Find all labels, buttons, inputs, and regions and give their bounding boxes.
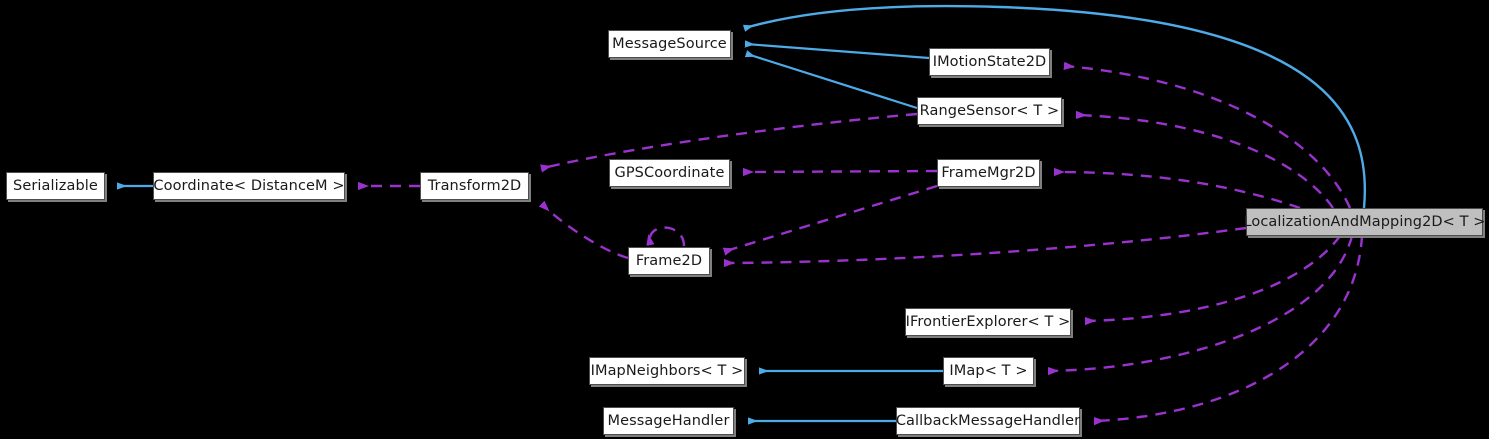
- node-ifrontierexplorer[interactable]: IFrontierExplorer< T >: [905, 308, 1071, 336]
- edge-lam2d-rangesensor: [1078, 115, 1334, 209]
- edge-lam2d-frame2d: [726, 226, 1247, 263]
- node-label: IMapNeighbors< T >: [590, 362, 744, 379]
- node-label: Frame2D: [635, 252, 703, 269]
- node-label: Transform2D: [427, 177, 522, 194]
- edge-lam2d-callbackmh: [1096, 235, 1364, 421]
- node-localizationandmapping2d[interactable]: LocalizationAndMapping2D< T >: [1243, 208, 1486, 236]
- node-imapneighbors[interactable]: IMapNeighbors< T >: [589, 357, 745, 385]
- node-label: LocalizationAndMapping2D< T >: [1243, 213, 1486, 230]
- node-messagehandler[interactable]: MessageHandler: [603, 407, 734, 435]
- node-label: IMotionState2D: [932, 53, 1047, 70]
- edge-lam2d-framemgr2d: [1056, 172, 1301, 210]
- node-label: FrameMgr2D: [941, 164, 1036, 181]
- edge-lam2d-ifrontier: [1087, 235, 1341, 321]
- node-label: CallbackMessageHandler: [895, 412, 1081, 429]
- node-serializable[interactable]: Serializable: [6, 172, 105, 200]
- edge-rangesensor-transform2d: [543, 112, 918, 168]
- edge-lam2d-imap: [1050, 235, 1354, 371]
- node-label: IMap< T >: [949, 362, 1028, 379]
- node-label: MessageHandler: [607, 412, 730, 429]
- node-label: IFrontierExplorer< T >: [905, 313, 1071, 330]
- node-label: GPSCoordinate: [614, 164, 725, 181]
- node-label: RangeSensor< T >: [919, 102, 1060, 119]
- node-callbackmessagehandler[interactable]: CallbackMessageHandler: [896, 407, 1080, 435]
- node-rangesensor[interactable]: RangeSensor< T >: [917, 97, 1062, 125]
- edge-lam2d-imotionstate2d: [1066, 66, 1352, 209]
- node-messagesource[interactable]: MessageSource: [608, 30, 731, 58]
- edge-frame2d-frame2d-self: [650, 226, 686, 246]
- node-imap[interactable]: IMap< T >: [943, 357, 1034, 385]
- edge-rangesensor-messagesource: [747, 54, 918, 110]
- node-imotionstate2d[interactable]: IMotionState2D: [929, 48, 1050, 76]
- node-label: Serializable: [13, 177, 98, 194]
- node-label: Coordinate< DistanceM >: [153, 177, 345, 194]
- node-gpscoordinate[interactable]: GPSCoordinate: [609, 159, 730, 187]
- edge-lam2d-messagesource: [745, 4, 1366, 209]
- node-frame2d[interactable]: Frame2D: [628, 247, 710, 275]
- edge-framemgr2d-frame2d: [726, 184, 938, 251]
- edge-framemgr2d-gpscoordinate: [745, 171, 938, 172]
- node-transform2d[interactable]: Transform2D: [420, 172, 529, 200]
- edge-imotionstate2d-messagesource: [746, 44, 930, 60]
- node-coordinate-distancem[interactable]: Coordinate< DistanceM >: [153, 172, 345, 200]
- edge-frame2d-transform2d: [543, 205, 629, 260]
- node-framemgr2d[interactable]: FrameMgr2D: [937, 159, 1040, 187]
- node-label: MessageSource: [612, 35, 727, 52]
